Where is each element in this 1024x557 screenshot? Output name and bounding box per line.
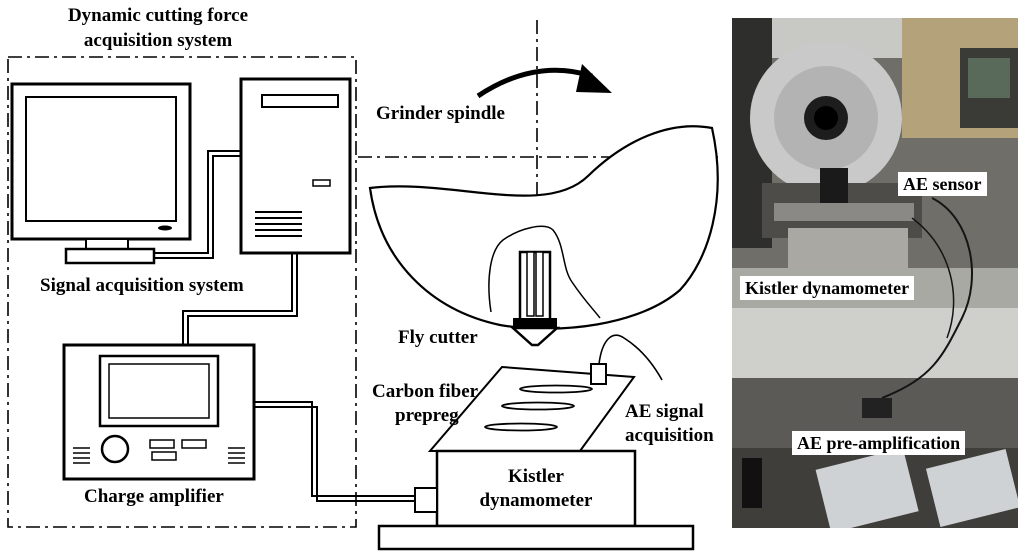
- system-title-line1: Dynamic cutting force: [67, 5, 249, 26]
- fly-cutter-label: Fly cutter: [398, 327, 478, 348]
- ae-signal-label-line2: acquisition: [625, 425, 714, 446]
- grinder-spindle-label: Grinder spindle: [376, 103, 505, 124]
- ae-sensor-schematic: [590, 334, 663, 385]
- photo-label-ae-preamp: AE pre-amplification: [792, 431, 966, 455]
- carbon-fiber-label-line1: Carbon fiber: [372, 381, 479, 402]
- kistler-label-line1: Kistler: [508, 466, 564, 487]
- cable-amplifier-dynamometer: [254, 401, 415, 502]
- acquisition-system-boundary: [7, 56, 357, 528]
- rotation-arrow: [476, 64, 612, 99]
- kistler-label-line2: dynamometer: [479, 490, 593, 511]
- cable-tower-amplifier: [182, 253, 298, 345]
- carbon-fiber-label-line2: prepreg: [395, 405, 459, 426]
- computer-tower: [239, 77, 352, 255]
- signal-acquisition-label: Signal acquisition system: [40, 275, 244, 296]
- experiment-photo: AE sensor Kistler dynamometer AE pre-amp…: [732, 18, 1018, 528]
- system-title-line2: acquisition system: [83, 30, 233, 51]
- kistler-dynamometer-block: [377, 449, 695, 551]
- cable-monitor-tower: [154, 150, 241, 259]
- grinder-disk: [368, 125, 719, 330]
- ae-signal-label-line1: AE signal: [625, 401, 704, 422]
- photo-label-kistler: Kistler dynamometer: [740, 276, 915, 300]
- charge-amplifier-label: Charge amplifier: [84, 486, 224, 507]
- fly-cutter: [509, 250, 561, 347]
- cutter-holder-outline: [488, 225, 601, 319]
- monitor: [10, 82, 192, 265]
- charge-amplifier: [62, 343, 256, 481]
- photo-label-ae-sensor: AE sensor: [898, 172, 987, 196]
